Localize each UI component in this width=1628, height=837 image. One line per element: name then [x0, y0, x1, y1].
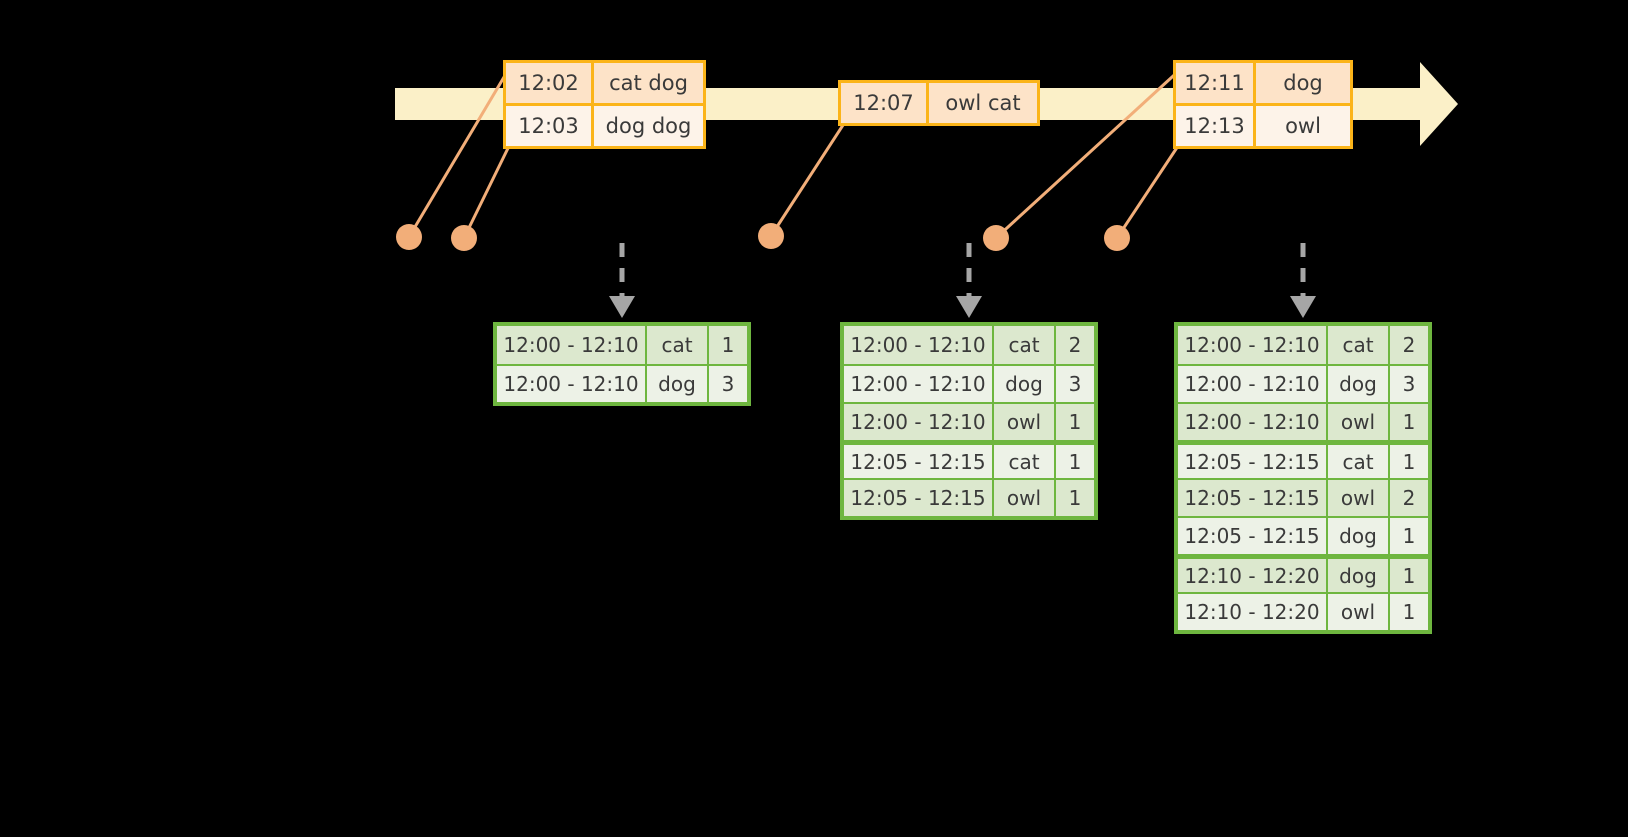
- event-group-3: 12:11 dog 12:13 owl: [1173, 60, 1353, 149]
- connector-line-3: [769, 121, 847, 237]
- event-row: 12:03 dog dog: [506, 103, 703, 146]
- result-window: 12:10 - 12:20: [1178, 559, 1328, 592]
- result-window: 12:00 - 12:10: [844, 366, 994, 402]
- result-key: owl: [1328, 480, 1390, 516]
- event-group-2: 12:07 owl cat: [838, 80, 1040, 126]
- result-count: 3: [1402, 372, 1416, 396]
- result-window: 12:00 - 12:10: [497, 326, 647, 364]
- event-row: 12:07 owl cat: [841, 83, 1037, 123]
- result-window: 12:00 - 12:10: [1178, 404, 1328, 440]
- result-key: owl: [994, 404, 1056, 440]
- result-count: 1: [1402, 524, 1416, 548]
- result-window: 12:05 - 12:15: [844, 445, 994, 478]
- result-window: 12:00 - 12:10: [497, 366, 647, 402]
- result-key: owl: [994, 480, 1056, 516]
- pointer-arrow-to-table-2: [956, 243, 982, 318]
- result-window: 12:00 - 12:10: [844, 404, 994, 440]
- result-count: 1: [1068, 449, 1082, 474]
- result-window: 12:00 - 12:10: [1178, 366, 1328, 402]
- event-timestamp: 12:07: [841, 83, 929, 123]
- result-key: cat: [647, 326, 709, 364]
- connector-dots: [396, 223, 1130, 251]
- connector-line-5: [1115, 139, 1184, 239]
- result-key: cat: [1328, 445, 1390, 478]
- event-group-1: 12:02 cat dog 12:03 dog dog: [503, 60, 706, 149]
- result-key: dog: [1328, 518, 1390, 554]
- result-key: cat: [994, 326, 1056, 364]
- result-window: 12:05 - 12:15: [1178, 518, 1328, 554]
- result-count: 1: [1402, 563, 1416, 588]
- result-count: 2: [1068, 333, 1082, 357]
- result-count: 1: [1068, 486, 1082, 510]
- connector-dot-5: [1104, 225, 1130, 251]
- result-key: dog: [647, 366, 709, 402]
- event-row: 12:11 dog: [1176, 63, 1350, 103]
- connector-dot-4: [983, 225, 1009, 251]
- pointer-arrows: [609, 243, 1316, 318]
- result-count: 1: [1402, 449, 1416, 474]
- result-window: 12:05 - 12:15: [1178, 445, 1328, 478]
- connector-dot-2: [451, 225, 477, 251]
- result-count: 3: [721, 372, 735, 396]
- result-window: 12:00 - 12:10: [844, 326, 994, 364]
- result-window: 12:10 - 12:20: [1178, 594, 1328, 630]
- event-timestamp: 12:03: [506, 106, 594, 146]
- event-timestamp: 12:13: [1176, 106, 1256, 146]
- event-timestamp: 12:02: [506, 63, 594, 103]
- event-payload: owl: [1285, 114, 1321, 138]
- event-timestamp: 12:11: [1176, 63, 1256, 103]
- result-count: 1: [721, 333, 735, 357]
- result-key: dog: [1328, 366, 1390, 402]
- event-payload: dog dog: [605, 114, 692, 138]
- result-count: 2: [1402, 333, 1416, 357]
- result-count: 1: [1068, 410, 1082, 434]
- connector-line-2: [462, 139, 514, 239]
- connector-line-1: [407, 61, 515, 238]
- pointer-arrow-to-table-3: [1290, 243, 1316, 318]
- result-count: 1: [1402, 410, 1416, 434]
- result-window: 12:05 - 12:15: [844, 480, 994, 516]
- event-row: 12:02 cat dog: [506, 63, 703, 103]
- result-key: cat: [1328, 326, 1390, 364]
- event-payload: cat dog: [609, 71, 688, 95]
- result-key: owl: [1328, 594, 1390, 630]
- connector-dot-3: [758, 223, 784, 249]
- result-window: 12:00 - 12:10: [1178, 326, 1328, 364]
- pointer-arrow-to-table-1: [609, 243, 635, 318]
- result-key: dog: [1328, 559, 1390, 592]
- event-payload: dog: [1283, 71, 1323, 95]
- event-row: 12:13 owl: [1176, 103, 1350, 146]
- result-window: 12:05 - 12:15: [1178, 480, 1328, 516]
- result-count: 3: [1068, 372, 1082, 396]
- event-payload: owl cat: [945, 91, 1021, 115]
- result-key: owl: [1328, 404, 1390, 440]
- result-count: 2: [1402, 486, 1416, 510]
- connector-dot-1: [396, 224, 422, 250]
- result-count: 1: [1402, 600, 1416, 624]
- result-key: dog: [994, 366, 1056, 402]
- result-key: cat: [994, 445, 1056, 478]
